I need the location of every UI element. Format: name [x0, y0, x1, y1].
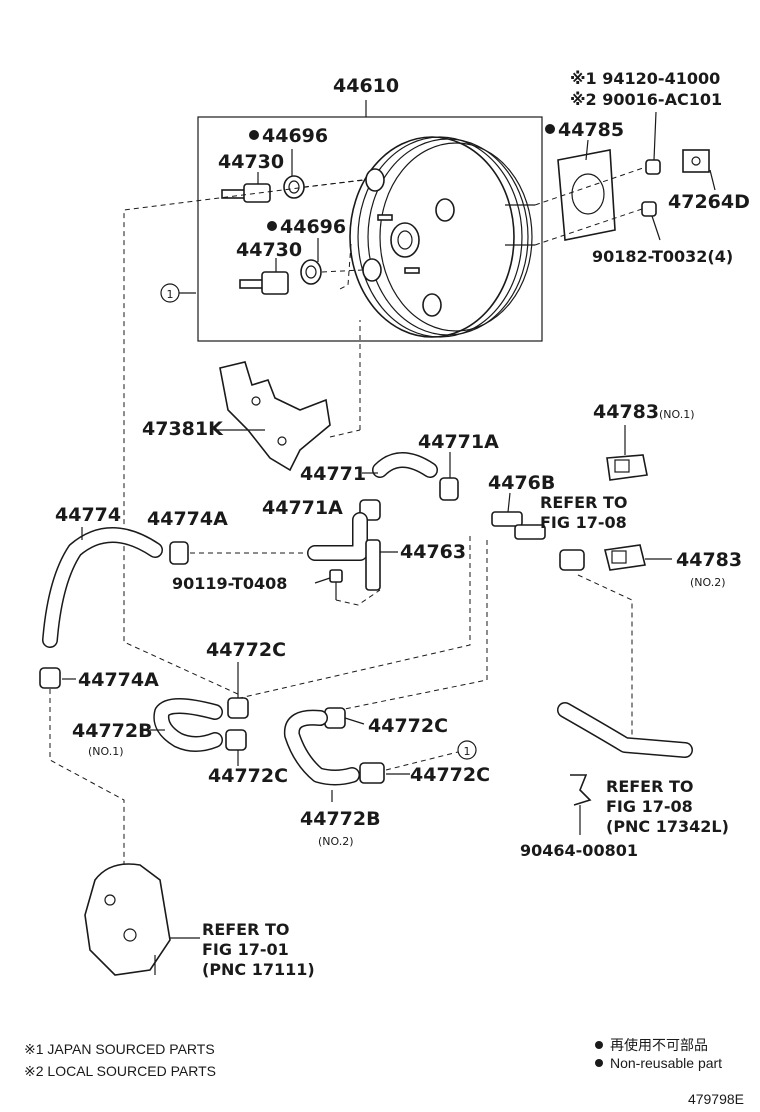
label-refer-c-3: (PNC 17111) — [202, 960, 315, 979]
label-spec2: ※2 90016-AC101 — [570, 90, 722, 109]
label-pipe-63: 44763 — [400, 541, 466, 563]
label-sensor1: 44783 — [593, 401, 659, 423]
legend-japan: ※1 JAPAN SOURCED PARTS — [24, 1041, 215, 1057]
hose-clip[interactable] — [570, 774, 592, 806]
clamp-44772c-4[interactable] — [359, 762, 385, 784]
legend-dot-icon — [595, 1059, 603, 1067]
nonreusable-dot — [249, 130, 259, 140]
label-gasket-plate: 44785 — [558, 119, 624, 141]
intake-manifold-ref[interactable] — [84, 863, 171, 976]
brake-booster[interactable] — [349, 136, 535, 338]
label-union: 4476B — [488, 472, 555, 494]
union-4476b[interactable] — [491, 511, 546, 540]
label-refer-a-1: REFER TO — [540, 493, 628, 512]
check-valve-lower[interactable] — [239, 271, 289, 295]
hose-44772b-no2[interactable] — [283, 709, 360, 786]
vacuum-sensor-1[interactable] — [606, 454, 648, 481]
bolt-90119[interactable] — [329, 569, 343, 600]
clamp-union[interactable] — [559, 549, 585, 571]
grommet-lower[interactable] — [300, 259, 322, 285]
legend-nonreusable-jp: 再使用不可部品 — [610, 1037, 708, 1053]
label-valve-upper: 44730 — [218, 151, 284, 173]
figure-id: 479798E — [688, 1091, 744, 1107]
label-clamp-72c-4: 44772C — [410, 764, 490, 786]
label-sensor1-sub: (NO.1) — [659, 408, 695, 421]
label-refer-c-2: FIG 17-01 — [202, 940, 289, 959]
clamp-44774a-lower[interactable] — [39, 667, 61, 689]
label-hose-72b-2-sub: (NO.2) — [318, 835, 354, 848]
label-clamp-72c-3: 44772C — [368, 715, 448, 737]
label-refer-b-1: REFER TO — [606, 777, 694, 796]
hose-44772b-no1[interactable] — [153, 698, 223, 752]
label-clamp-71a-lower: 44771A — [262, 497, 343, 519]
label-clamp-72c-2: 44772C — [208, 765, 288, 787]
nut-upper[interactable] — [645, 159, 661, 175]
svg-text:1: 1 — [167, 288, 174, 301]
legend-dot-icon — [595, 1041, 603, 1049]
booster-assembly-frame — [197, 116, 543, 342]
booster-gasket[interactable] — [557, 149, 616, 241]
legend-nonreusable-en: Non-reusable part — [610, 1055, 722, 1071]
nonreusable-dot — [267, 221, 277, 231]
callout-1-left: 1 — [160, 283, 180, 303]
label-sensor2-sub: (NO.2) — [690, 576, 726, 589]
label-refer-a-2: FIG 17-08 — [540, 513, 627, 532]
label-gasket-upper: 44696 — [262, 125, 328, 147]
label-hose-74: 44774 — [55, 504, 121, 526]
vacuum-sensor-2[interactable] — [604, 544, 646, 571]
label-sensor2: 44783 — [676, 549, 742, 571]
clevis[interactable] — [682, 149, 710, 173]
callout-1-right: 1 — [457, 740, 477, 760]
label-refer-b-2: FIG 17-08 — [606, 797, 693, 816]
svg-text:1: 1 — [464, 745, 471, 758]
clamp-44774a-upper[interactable] — [169, 541, 189, 565]
legend-local: ※2 LOCAL SOURCED PARTS — [24, 1063, 216, 1079]
pipe-44763[interactable] — [307, 512, 381, 591]
clamp-44771a-upper[interactable] — [439, 477, 459, 501]
label-hose-72b-1: 44772B — [72, 720, 153, 742]
label-spec1: ※1 94120-41000 — [570, 69, 720, 88]
vacuum-hose-ref[interactable] — [557, 702, 693, 758]
label-clamp-72c-1: 44772C — [206, 639, 286, 661]
label-hose-72b-2: 44772B — [300, 808, 381, 830]
label-hose-72b-1-sub: (NO.1) — [88, 745, 124, 758]
label-clevis: 47264D — [668, 191, 750, 213]
label-clip: 90464-00801 — [520, 841, 638, 860]
label-hose-71: 44771 — [300, 463, 366, 485]
nonreusable-dot — [545, 124, 555, 134]
label-nut: 90182-T0032(4) — [592, 247, 733, 266]
label-gasket-lower: 44696 — [280, 216, 346, 238]
label-clamp-71a-upper: 44771A — [418, 431, 499, 453]
clamp-44772c-2[interactable] — [225, 729, 247, 751]
hose-44774[interactable] — [42, 527, 163, 648]
label-refer-c-1: REFER TO — [202, 920, 290, 939]
grommet-upper[interactable] — [283, 175, 305, 199]
label-bolt: 90119-T0408 — [172, 574, 287, 593]
label-clamp-74a-upper: 44774A — [147, 508, 228, 530]
label-clamp-74a-lower: 44774A — [78, 669, 159, 691]
booster-bracket[interactable] — [219, 361, 331, 472]
label-refer-b-3: (PNC 17342L) — [606, 817, 729, 836]
hose-44771[interactable] — [372, 452, 438, 478]
check-valve-upper[interactable] — [221, 183, 271, 203]
label-valve-lower: 44730 — [236, 239, 302, 261]
label-bracket: 47381K — [142, 418, 224, 440]
label-booster: 44610 — [333, 75, 399, 97]
clamp-44772c-1[interactable] — [227, 697, 249, 719]
nut-lower[interactable] — [641, 201, 657, 217]
